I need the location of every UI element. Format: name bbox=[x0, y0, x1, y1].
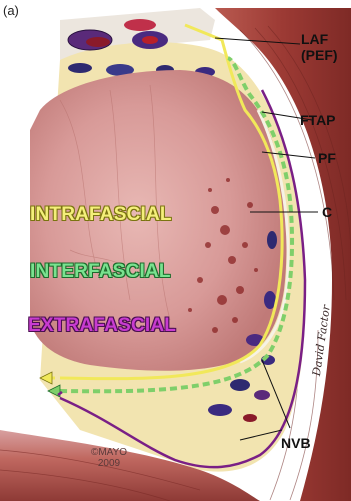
label-nvb: NVB bbox=[281, 436, 311, 450]
zone-extrafascial: EXTRAFASCIAL bbox=[28, 316, 176, 336]
label-pef: (PEF) bbox=[301, 48, 338, 62]
zone-interfascial: INTERFASCIAL bbox=[30, 262, 171, 282]
copyright-line1: ©MAYO bbox=[84, 447, 134, 458]
copyright-mark: ©MAYO 2009 bbox=[84, 447, 134, 469]
label-c: C bbox=[322, 205, 332, 219]
label-pf: PF bbox=[318, 151, 336, 165]
zone-intrafascial: INTRAFASCIAL bbox=[30, 205, 172, 225]
panel-label: (a) bbox=[3, 3, 19, 18]
copyright-line2: 2009 bbox=[84, 458, 134, 469]
label-laf: LAF bbox=[301, 32, 328, 46]
label-ftap: FTAP bbox=[300, 113, 336, 127]
